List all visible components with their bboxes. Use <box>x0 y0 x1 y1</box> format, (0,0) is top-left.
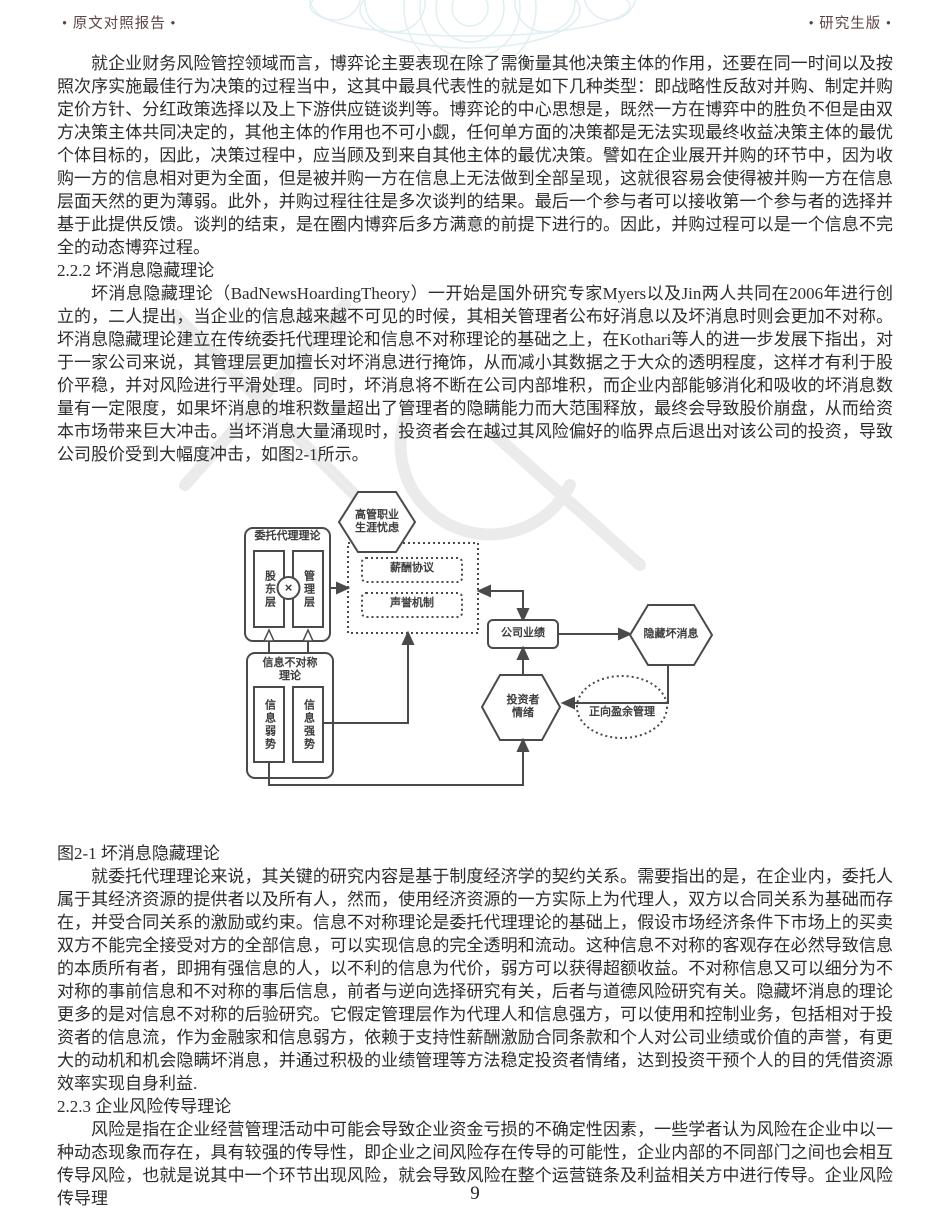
paragraph-game-theory: 就企业财务风险管控领域而言，博弈论主要表现在除了需衡量其他决策主体的作用，还要在… <box>57 54 893 257</box>
section-heading-222: 2.2.2 坏消息隐藏理论 <box>57 261 215 280</box>
hide-bad-news-node: 隐藏坏消息 <box>643 628 699 640</box>
info-asymmetry-title: 信息不对称 理论 <box>262 657 318 682</box>
paragraph-risk-transmission: 风险是指在企业经营管理活动中可能会导致企业资金亏损的不确定性因素，一些学者认为风… <box>57 1120 893 1208</box>
conflict-x-icon: × <box>284 580 293 595</box>
page-body: 就企业财务风险管控领域而言，博弈论主要表现在除了需衡量其他决策主体的作用，还要在… <box>57 52 893 1210</box>
bad-news-hoarding-diagram <box>244 491 714 786</box>
shareholders-node: 股东层 <box>263 569 276 609</box>
info-weak-node: 信息弱势 <box>263 698 276 751</box>
positive-earnings-mgmt-node: 正向盈余管理 <box>589 706 655 718</box>
career-concern-node: 高管职业 生涯忧虑 <box>355 509 399 534</box>
managers-node: 管理层 <box>302 569 315 609</box>
salary-agreement-node: 薪酬协议 <box>390 562 434 574</box>
paragraph-agency-theory: 就委托代理理论来说，其关键的研究内容是基于制度经济学的契约关系。需要指出的是，在… <box>57 867 893 1093</box>
paragraph-bad-news-hoarding: 坏消息隐藏理论（BadNewsHoardingTheory）一开始是国外研究专家… <box>57 284 893 464</box>
page-number: 9 <box>470 1183 480 1204</box>
report-type-label: • 原文对照报告 • <box>62 16 177 32</box>
edition-label: • 研究生版 • <box>808 16 892 32</box>
figure-caption: 图2-1 坏消息隐藏理论 <box>57 844 220 863</box>
section-heading-223: 2.2.3 企业风险传导理论 <box>57 1097 232 1116</box>
reputation-mechanism-node: 声誉机制 <box>390 597 434 609</box>
guilloche-pattern <box>308 0 637 58</box>
info-strong-node: 信息强势 <box>302 698 315 751</box>
agency-theory-title: 委托代理理论 <box>254 530 321 542</box>
figure-2-1: 委托代理理论 股东层 管理层 × 高管职业 生涯忧虑 薪酬协议 声誉机制 信息不… <box>57 466 893 842</box>
investor-sentiment-node: 投资者 情绪 <box>506 694 540 719</box>
company-performance-node: 公司业绩 <box>501 627 545 639</box>
